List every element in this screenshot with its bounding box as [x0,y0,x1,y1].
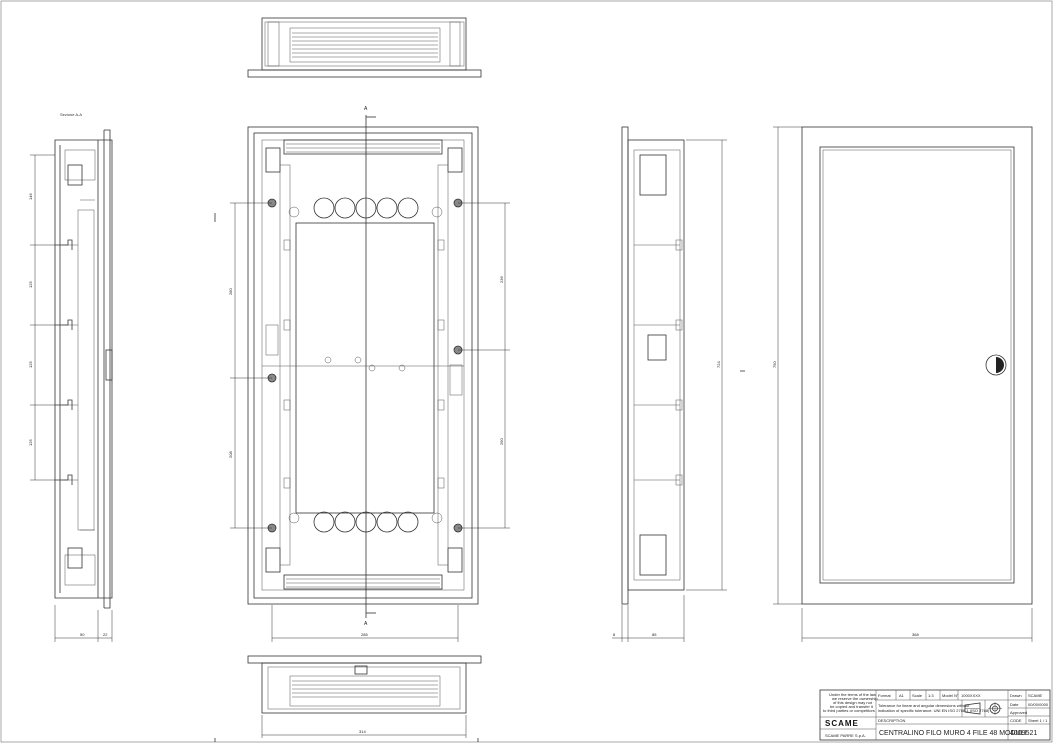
dim-side-4: 125 [28,439,33,446]
description-label: DESCRIPTION [878,718,905,723]
dim-side-1: 146 [28,193,33,200]
tolerance-line-1: Tolerance for linear and angular dimensi… [878,703,970,708]
notice-line-1: Under the terms of the law [829,692,876,697]
drawn-label: Drawn [1010,693,1022,698]
description: CENTRALINO FILO MURO 4 FILE 48 MODULI [879,730,1026,737]
format-value: A1 [899,693,905,698]
dim-door-height: 750 [772,361,777,368]
section-mark-bottom: A [364,621,368,627]
date-label: Date [1010,702,1019,707]
dim-side-frame: 22 [103,632,108,637]
dim-side-right-height: 724 [716,361,721,368]
section-view: Sezione A-A [28,112,113,642]
dim-front-lower: 208 [228,451,233,458]
dim-front-right-lower: 260 [499,438,504,445]
door-lock-icon [985,354,1007,376]
code-number: 4009521 [1010,730,1037,737]
dim-side-2: 125 [28,281,33,288]
dim-side-3: 125 [28,361,33,368]
notice-line-3: of this design may not [833,700,873,705]
date-value: 00/00/0000 [1028,702,1049,707]
tolerance-line-2: indication of specific tolerance: UNI EN… [878,708,990,713]
side-view-right: 724 8 85 [612,126,745,642]
notice-line-5: to third parties or competitors [823,708,875,713]
sheet-label: Sheet 1 / 1 [1028,718,1048,723]
dim-side-depth: 50 [80,632,85,637]
projection-symbol-icon [964,702,1002,715]
section-label: Sezione A-A [60,112,82,117]
front-view: A A 280 208 236 260 285 [214,106,510,642]
section-mark-top: A [364,106,368,112]
dim-door-width: 368 [912,632,919,637]
bottom-view: 314 [247,655,482,738]
dim-side-right-frame: 8 [613,632,616,637]
dim-bottom-width: 314 [359,729,366,734]
door-view: 750 368 [772,126,1033,642]
approved-label: Approved [1010,710,1027,715]
dim-front-right-upper: 236 [499,276,504,283]
format-label: Format [878,693,892,698]
dim-side-right-depth: 85 [652,632,657,637]
title-block: Under the terms of the law we reserve th… [819,689,1051,741]
dim-front-upper: 280 [228,288,233,295]
model-label: Model N° [942,693,959,698]
model-value: 1000XXXX [961,693,981,698]
dim-front-width: 285 [361,632,368,637]
notice-line-4: be copied and transfer it [830,704,874,709]
scale-value: 1:3 [928,693,934,698]
top-view [247,17,482,78]
code-label: CODE [1010,718,1022,723]
scale-label: Scale [912,693,923,698]
drawn-value: SCAME [1028,693,1043,698]
company-name: SCAME PARRE S.p.A. [825,733,866,738]
company-logo: SCAME [825,719,859,728]
notice-line-2: we reserve the ownership [832,696,878,701]
